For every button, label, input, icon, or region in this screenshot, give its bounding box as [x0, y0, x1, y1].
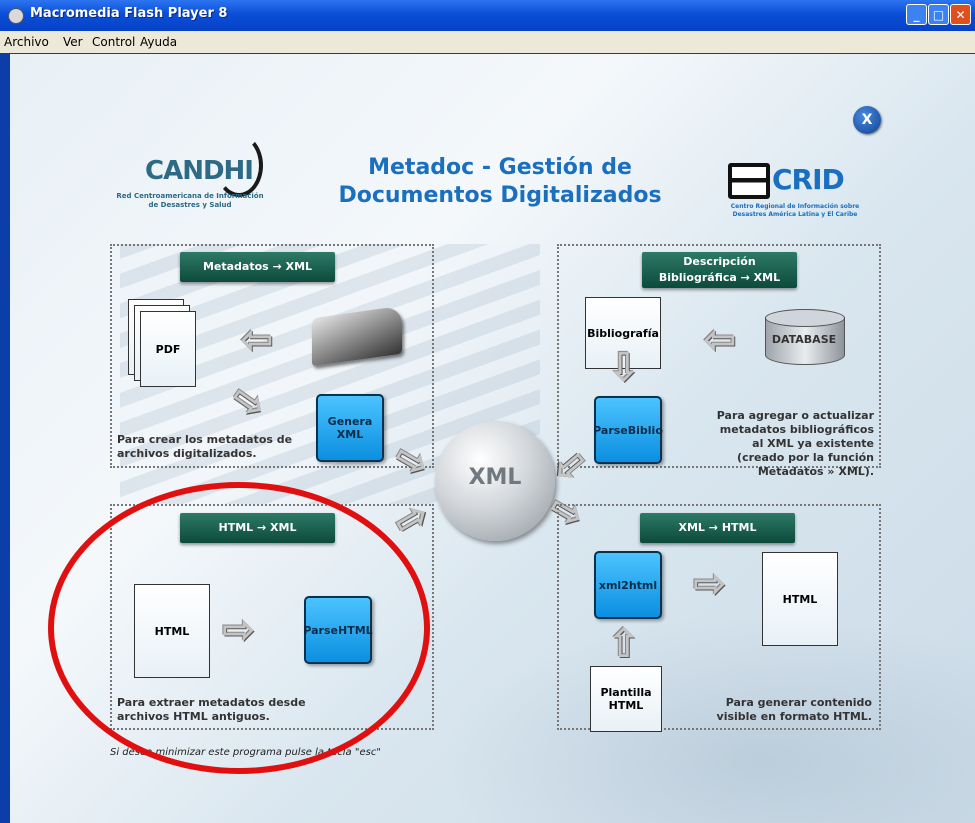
- metadatos-description: Para crear los metadatos de archivos dig…: [117, 433, 293, 460]
- parsebiblio-button[interactable]: ParseBiblio: [593, 396, 663, 464]
- window-frame-left: [0, 53, 10, 823]
- header-metadatos-xml: Metadatos → XML: [180, 252, 335, 282]
- window-title: Macromedia Flash Player 8: [30, 6, 228, 21]
- flash-app-icon: [8, 8, 24, 24]
- highlight-circle: [48, 482, 430, 774]
- menu-ver[interactable]: Ver: [63, 35, 83, 49]
- background-book-image: [440, 614, 975, 823]
- pdf-document-icon: PDF: [128, 299, 198, 389]
- arrow-left-icon: ⇦: [240, 317, 274, 363]
- menu-bar: Archivo Ver Control Ayuda: [0, 31, 975, 53]
- xml-center-label: XML: [468, 465, 522, 490]
- header-xml-html: XML → HTML: [640, 513, 795, 543]
- xml-center-sphere: XML: [435, 421, 555, 541]
- crid-logo: CRID Centro Regional de Información sobr…: [720, 159, 880, 239]
- candhi-logo-swoosh: [215, 134, 263, 197]
- header-biblio-xml: Descripción Bibliográfica → XML: [642, 252, 797, 288]
- database-icon: DATABASE: [765, 309, 845, 367]
- xml2html-description: Para generar contenido visible en format…: [716, 696, 872, 723]
- arrow-left-icon: ⇦: [703, 317, 737, 363]
- header-biblio-line2: Bibliográfica → XML: [658, 271, 781, 284]
- header-biblio-line1: Descripción: [683, 255, 756, 268]
- arrow-down-icon: ⇩: [607, 345, 641, 391]
- html-output-document: HTML: [762, 552, 838, 646]
- panel-metadatos-xml: [110, 244, 434, 468]
- arrow-up-icon: ⇧: [607, 621, 641, 667]
- menu-ayuda[interactable]: Ayuda: [140, 35, 178, 49]
- window-titlebar: Macromedia Flash Player 8 _ □ ✕: [0, 0, 975, 31]
- menu-control[interactable]: Control: [92, 35, 136, 49]
- panel-xml-html: [557, 504, 881, 730]
- crid-logo-caption: Centro Regional de Información sobre Des…: [730, 203, 860, 218]
- candhi-logo: CANDHI Red Centroamericana de Informació…: [115, 126, 275, 236]
- candhi-logo-caption: Red Centroamericana de Información de De…: [116, 192, 264, 209]
- arrow-right-icon: ⇨: [693, 561, 727, 607]
- page-title-line1: Metadoc - Gestión de: [368, 155, 632, 180]
- minimize-icon[interactable]: _: [906, 4, 927, 25]
- biblio-description: Para agregar o actualizar metadatos bibl…: [716, 409, 874, 478]
- panel-biblio-xml: [557, 244, 881, 468]
- crid-logo-text: CRID: [772, 163, 845, 196]
- database-label: DATABASE: [771, 333, 837, 346]
- close-window-icon[interactable]: ✕: [950, 4, 971, 25]
- flash-stage: X CANDHI Red Centroamericana de Informac…: [10, 54, 975, 823]
- close-button[interactable]: X: [853, 106, 881, 134]
- pdf-label: PDF: [140, 311, 196, 387]
- menu-archivo[interactable]: Archivo: [4, 35, 49, 49]
- page-title: Metadoc - Gestión de Documentos Digitali…: [310, 154, 690, 210]
- genera-xml-button[interactable]: Genera XML: [316, 394, 384, 462]
- maximize-icon[interactable]: □: [928, 4, 949, 25]
- xml2html-button[interactable]: xml2html: [594, 551, 662, 619]
- bibliografia-document: Bibliografía: [585, 297, 661, 369]
- plantilla-html-document: Plantilla HTML: [590, 666, 662, 732]
- page-title-line2: Documentos Digitalizados: [338, 183, 662, 208]
- crid-logo-printer-icon: [728, 163, 770, 199]
